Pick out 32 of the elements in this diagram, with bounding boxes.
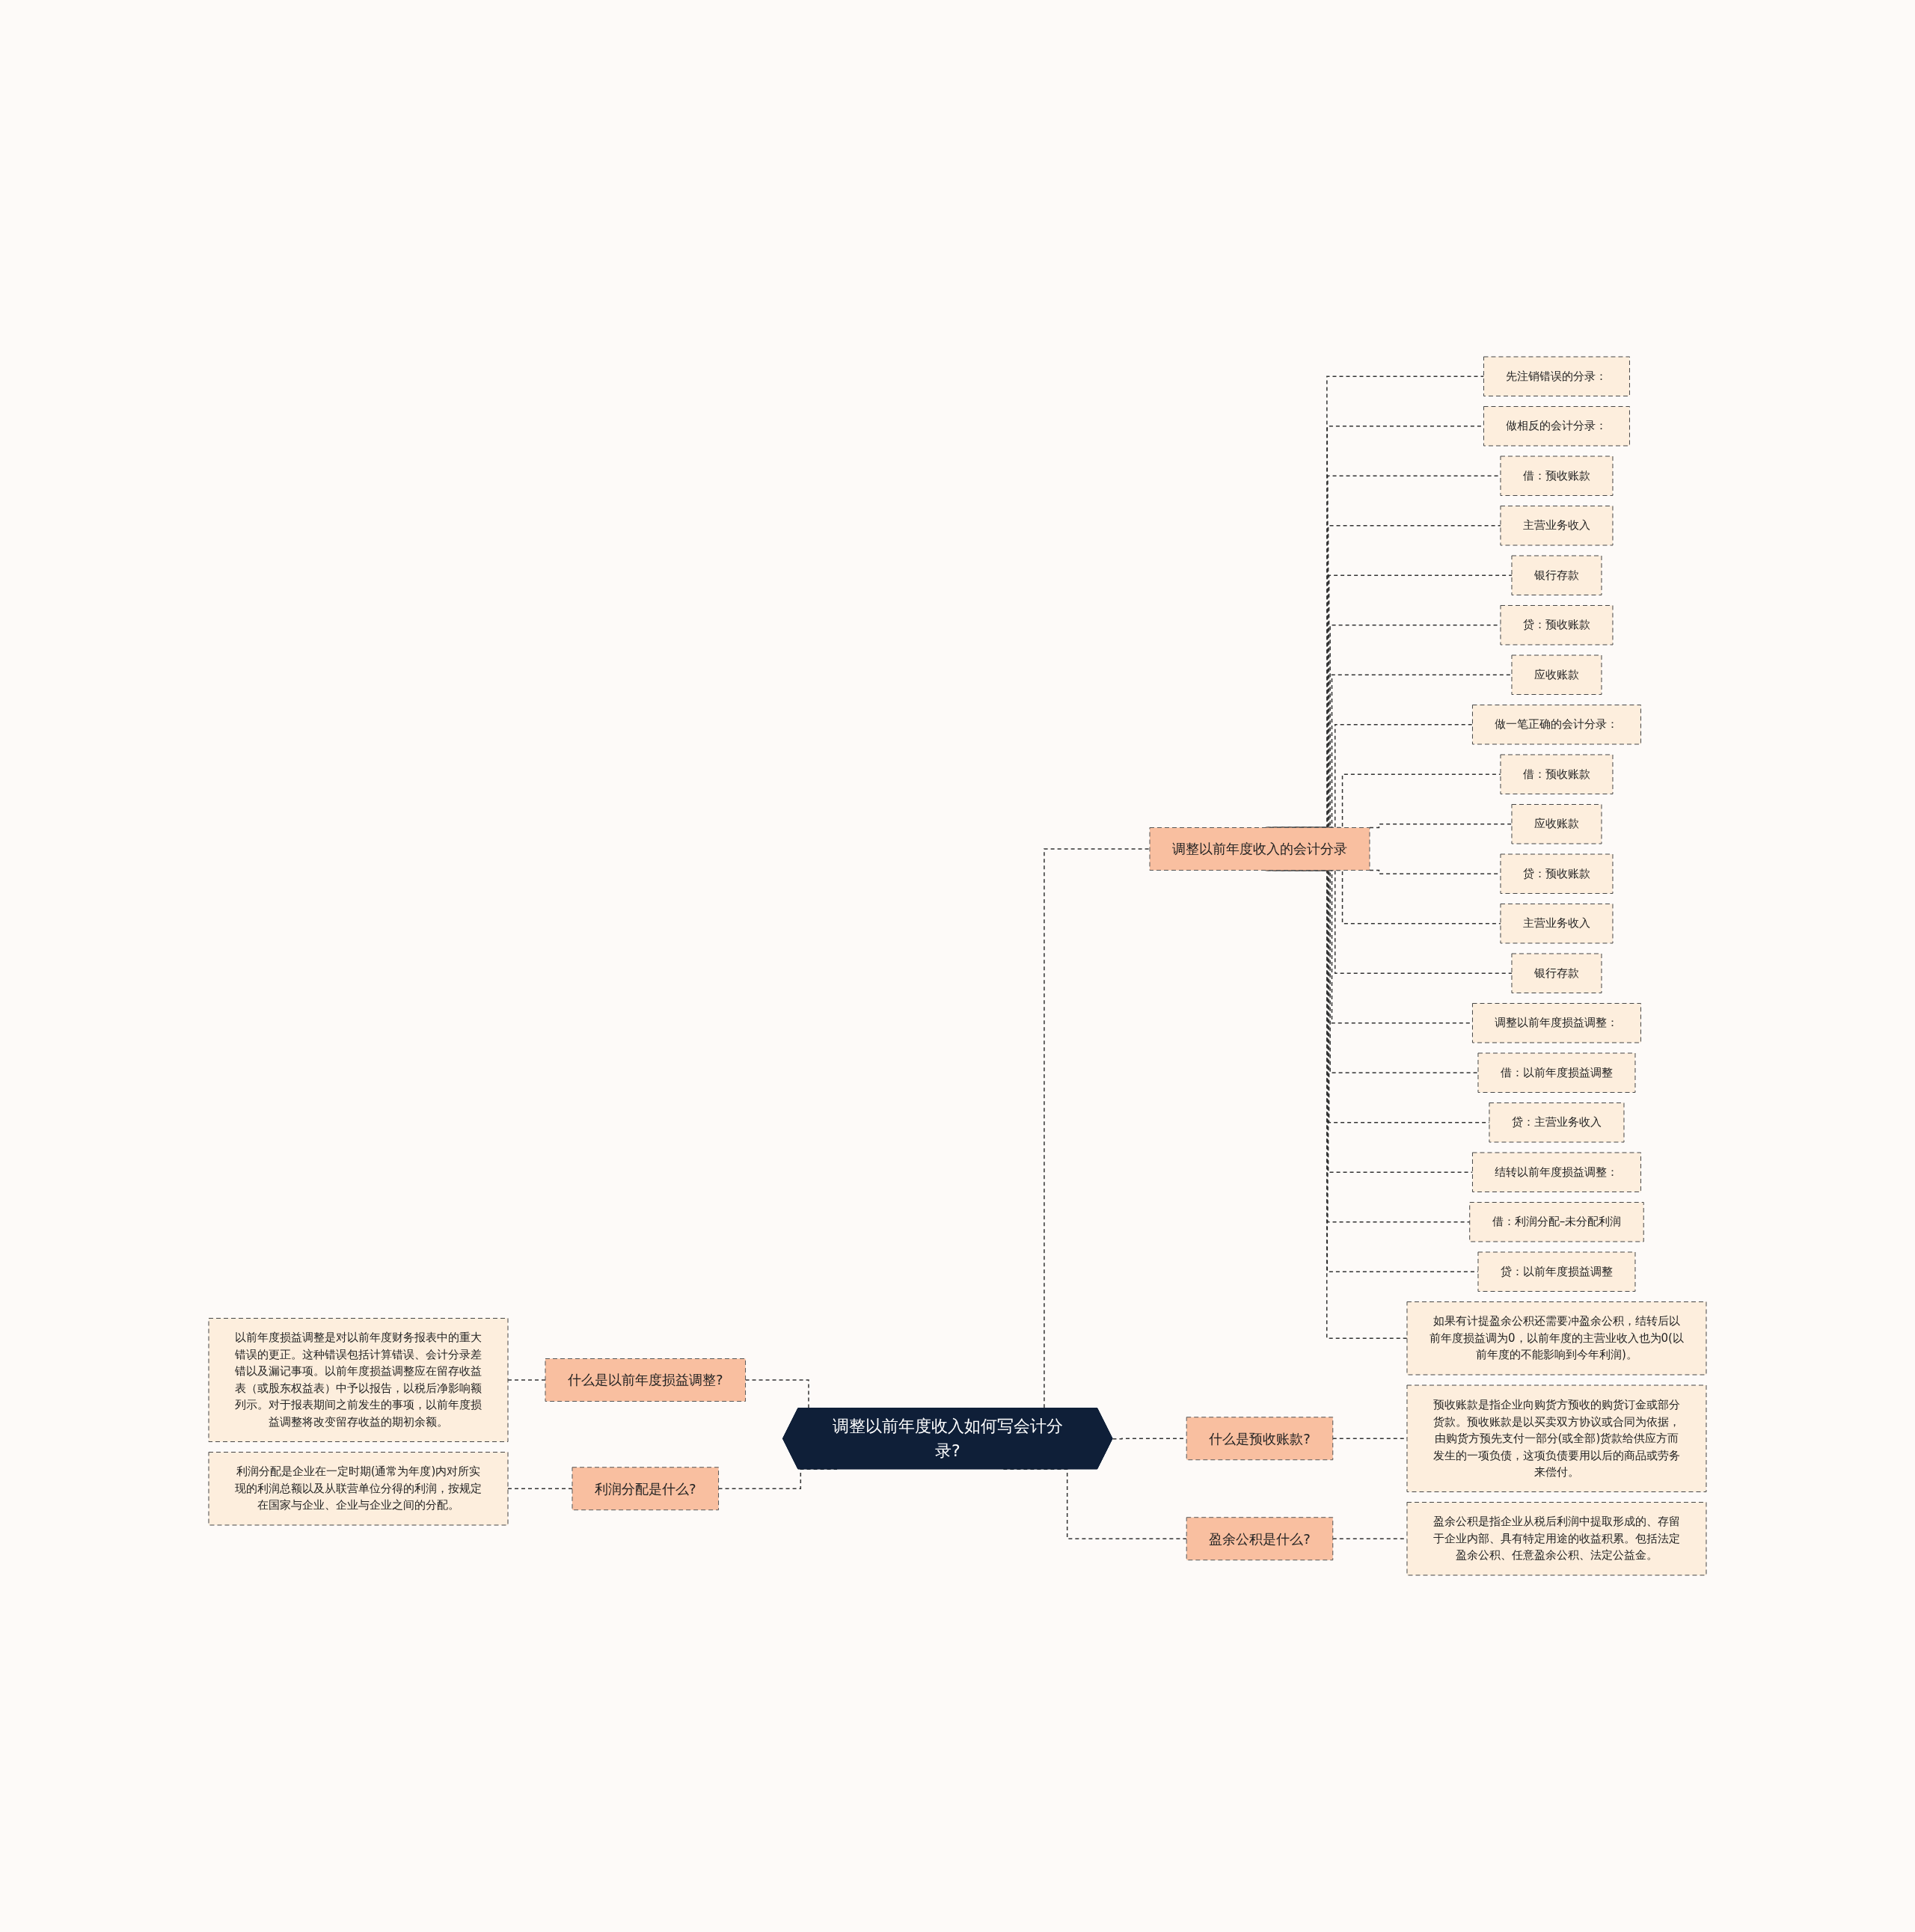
node-box: 什么是以前年度损益调整?: [545, 1358, 747, 1402]
connector: [507, 1379, 546, 1381]
node-box: 先注销错误的分录：: [1483, 356, 1630, 396]
connector: [507, 1488, 573, 1489]
node-box: 如果有计提盈余公积还需要冲盈余公积，结转后以前年度损益调为0，以前年度的主营业收入也为0(以前年度的不能影响到今年利润)。: [1406, 1301, 1707, 1376]
node-box: 应收账款: [1511, 654, 1602, 695]
node-box: 做相反的会计分录：: [1483, 406, 1630, 447]
connector: [1369, 824, 1513, 829]
node-box: 结转以前年度损益调整：: [1472, 1152, 1641, 1192]
node-box: 盈余公积是什么?: [1186, 1517, 1334, 1561]
node-box: 贷：主营业务收入: [1489, 1103, 1625, 1143]
node-box: 借：以前年度损益调整: [1477, 1052, 1636, 1093]
node-box: 以前年度损益调整是对以前年度财务报表中的重大错误的更正。这种错误包括计算错误、会计分录差错以及漏记事项。以前年度损益调整应在留存收益表（或股东权益表）中予以报告，以税后净影响额列示。对于报表期间之前发生的事项，以前年度损益调整将改变留存收益的期初余额。: [208, 1318, 509, 1442]
node-box: 主营业务收入: [1500, 506, 1614, 546]
node-box: 盈余公积是指企业从税后利润中提取形成的、存留于企业内部、具有特定用途的收益积累。包括法定盈余公积、任意盈余公积、法定公益金。: [1406, 1502, 1707, 1576]
node-box: 贷：以前年度损益调整: [1477, 1251, 1636, 1292]
node-box: 利润分配是什么?: [572, 1467, 720, 1511]
node-box: 利润分配是企业在一定时期(通常为年度)内对所实现的利润总额以及从联营单位分得的利润，按规定在国家与企业、企业与企业之间的分配。: [208, 1452, 509, 1526]
node-box: 应收账款: [1511, 804, 1602, 844]
node-box: 调整以前年度收入的会计分录: [1149, 827, 1370, 871]
node-box: 银行存款: [1511, 555, 1602, 595]
node-box: 预收账款是指企业向购货方预收的购货订金或部分货款。预收账款是以买卖双方协议或合同为依据，由购货方预先支付一部分(或全部)货款给供应方而发生的一项负债，这项负债要用以后的商品或劳务来偿付。: [1406, 1384, 1707, 1492]
node-box: 贷：预收账款: [1500, 605, 1614, 645]
node-box: 什么是预收账款?: [1186, 1417, 1334, 1461]
node-box: 借：预收账款: [1500, 754, 1614, 794]
node-box: 调整以前年度损益调整：: [1472, 1003, 1641, 1043]
node-box: 借：利润分配–未分配利润: [1469, 1202, 1644, 1242]
node-box: 做一笔正确的会计分录：: [1472, 705, 1641, 745]
node-box: 贷：预收账款: [1500, 853, 1614, 894]
node-box: 借：预收账款: [1500, 456, 1614, 496]
node-box: 银行存款: [1511, 953, 1602, 993]
node-box: 主营业务收入: [1500, 904, 1614, 944]
